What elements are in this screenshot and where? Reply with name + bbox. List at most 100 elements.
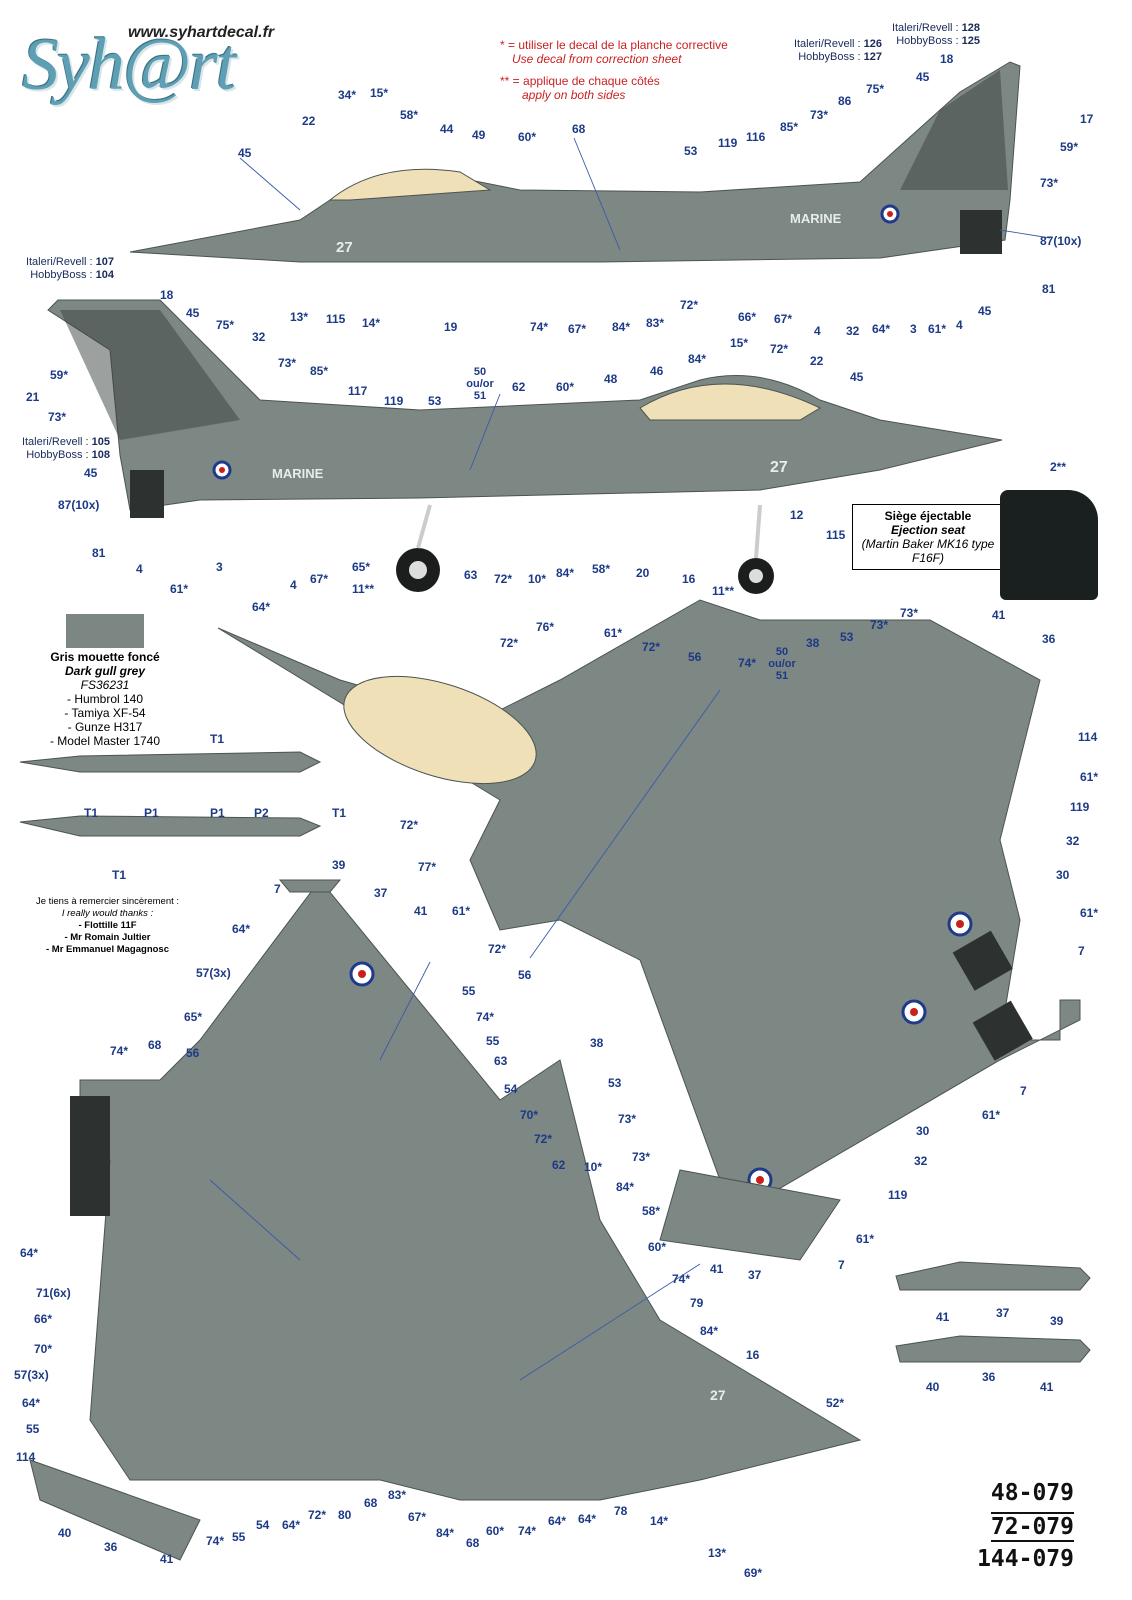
callout: 15* — [730, 336, 749, 350]
callout: 61* — [1080, 906, 1099, 920]
callout: 69* — [744, 1566, 763, 1580]
callout: 63 — [464, 568, 478, 582]
callout: 116 — [746, 130, 766, 144]
callout: 114 — [16, 1450, 36, 1464]
callout: 7 — [274, 882, 281, 896]
paint-info: Gris mouette foncé Dark gull grey FS3623… — [20, 650, 190, 748]
seat-title-fr: Siège éjectable — [884, 509, 972, 523]
kit-value: 108 — [91, 449, 110, 461]
bottom-view-aircraft: 27 — [29, 879, 862, 1561]
callout: P2 — [254, 806, 269, 820]
callout: 83* — [388, 1488, 407, 1502]
callout: 14* — [362, 316, 381, 330]
callout: 15* — [370, 86, 389, 100]
callout: T1 — [112, 868, 127, 882]
callout: 64* — [578, 1512, 597, 1526]
callout: 19 — [444, 320, 458, 334]
top-view-aircraft — [217, 599, 1081, 1261]
thanks-block: Je tiens à remercier sincèrement : I rea… — [20, 896, 195, 956]
callout: 32 — [1066, 834, 1080, 848]
callout: 53 — [840, 630, 854, 644]
callout: 81 — [1042, 282, 1056, 296]
marking-number: 27 — [336, 239, 353, 256]
website-url[interactable]: www.syhartdecal.fr — [128, 24, 275, 41]
callout: 41 — [414, 904, 428, 918]
callout: 41 — [992, 608, 1006, 622]
callout: 60* — [518, 130, 537, 144]
callout: 53 — [428, 394, 442, 408]
callout: 62 — [552, 1158, 566, 1172]
callout: 3 — [910, 322, 917, 336]
callout: 14* — [650, 1514, 669, 1528]
thanks-name: - Flottille 11F — [78, 920, 137, 931]
callout: 72* — [770, 342, 789, 356]
marking-number-bottom: 27 — [710, 1387, 726, 1403]
callout: 30 — [1056, 868, 1070, 882]
callout: 4 — [290, 578, 297, 592]
callout: 61* — [856, 1232, 875, 1246]
callout: 41 — [710, 1262, 724, 1276]
callout: T1 — [210, 732, 225, 746]
leader-lines — [209, 137, 1051, 1381]
callout: 65* — [352, 560, 371, 574]
callout: 72* — [488, 942, 507, 956]
callout: 119 — [718, 136, 738, 150]
thanks-name: - Mr Emmanuel Magagnosc — [46, 944, 169, 955]
callout: 38 — [590, 1036, 604, 1050]
kit-label: HobbyBoss : — [26, 449, 89, 461]
brand-logo: Syh@rt — [22, 24, 236, 106]
callout: 74* — [738, 656, 757, 670]
callout: P1 — [210, 806, 225, 820]
callout: 18 — [160, 288, 174, 302]
callout: 74* — [476, 1010, 495, 1024]
callout: 18 — [940, 52, 954, 66]
callout: 85* — [310, 364, 329, 378]
callout: 81 — [92, 546, 106, 560]
callout: 30 — [916, 1124, 930, 1138]
callout: 72* — [308, 1508, 327, 1522]
callout: 55 — [486, 1034, 500, 1048]
callout: 62 — [512, 380, 526, 394]
callout: 73* — [810, 108, 829, 122]
callout: 41 — [160, 1552, 174, 1566]
callout: 4 — [956, 318, 963, 332]
callout: 74* — [110, 1044, 129, 1058]
kit-value: 125 — [961, 35, 980, 47]
callout: 52* — [826, 1396, 845, 1410]
kit-value: 126 — [863, 38, 882, 50]
callout: 54 — [504, 1082, 518, 1096]
note-both-sides-fr: ** = applique de chaque côtés — [500, 74, 660, 88]
thanks-en: I really would thanks : — [61, 908, 154, 919]
paint-item: - Model Master 1740 — [49, 734, 161, 748]
callout: 61* — [1080, 770, 1099, 784]
paint-item: - Humbrol 140 — [66, 692, 144, 706]
callout: 64* — [232, 922, 251, 936]
callout: 64* — [252, 600, 271, 614]
callout: 37 — [996, 1306, 1010, 1320]
callout: 87(10x) — [58, 498, 100, 512]
callout: 68 — [364, 1496, 378, 1510]
callout: 39 — [1050, 1314, 1064, 1328]
callout: 58* — [592, 562, 611, 576]
paint-name-fr: Gris mouette foncé — [50, 650, 160, 664]
kit-value: 105 — [91, 436, 110, 448]
callout: 11** — [712, 584, 735, 598]
callout: 34* — [338, 88, 357, 102]
seat-detail: (Martin Baker MK16 type F16F) — [861, 537, 995, 565]
callout: 73* — [1040, 176, 1059, 190]
callout: 73* — [632, 1150, 651, 1164]
seat-callout: 2** — [1050, 460, 1067, 474]
callout: 59* — [50, 368, 69, 382]
callout: 66* — [34, 1312, 53, 1326]
callout: 63 — [494, 1054, 508, 1068]
callout: 32 — [914, 1154, 928, 1168]
note-correction-fr: * = utiliser le decal de la planche corr… — [500, 38, 728, 52]
callout: 114 — [1078, 730, 1098, 744]
callout: 67* — [408, 1510, 427, 1524]
callout: 65* — [184, 1010, 203, 1024]
kit-value: 127 — [863, 51, 882, 63]
marking-number-2: 27 — [770, 459, 788, 476]
callout: 10* — [528, 572, 547, 586]
callout: 64* — [282, 1518, 301, 1532]
